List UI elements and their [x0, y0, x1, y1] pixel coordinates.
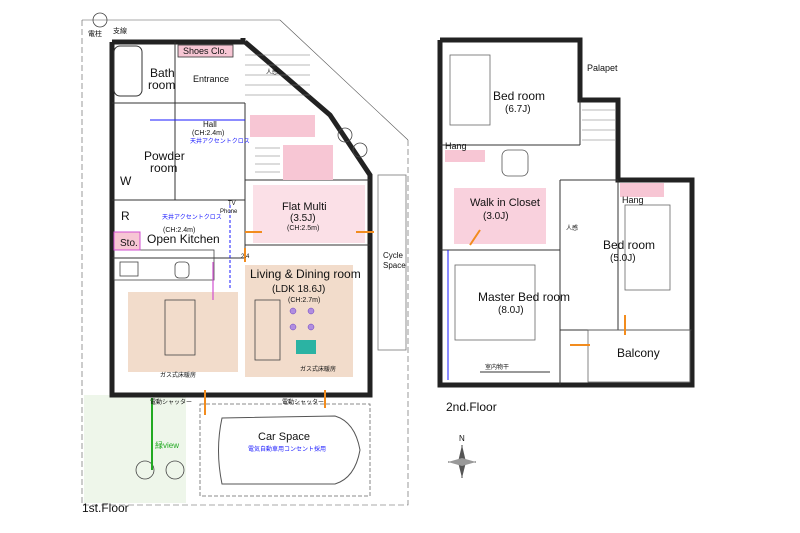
balcony-label: Balcony: [617, 346, 660, 360]
dining-floor: [128, 292, 238, 372]
entrance-label: Entrance: [193, 74, 229, 84]
car-space-outline: [199, 403, 371, 497]
bed-2: [624, 204, 671, 291]
support-wire-note: 支線: [113, 26, 127, 35]
north-compass-icon: [448, 445, 476, 478]
living-label: Living & Dining room: [250, 267, 361, 281]
flat-multi-ch: (CH:2.5m): [287, 225, 319, 232]
hall-ceiling-note: 天井アクセントクロス: [190, 137, 250, 145]
ldk-size-label: (LDK 18.6J): [272, 284, 325, 295]
flat-multi-floor: [253, 185, 365, 243]
bathtub: [113, 45, 143, 97]
shutter-right: 電動シャッター: [282, 398, 324, 406]
cycle-label: Cycle: [383, 251, 404, 260]
cycle-label-2: Space: [383, 261, 406, 270]
bath-label: Bath: [150, 66, 175, 80]
bed1-label: Bed room: [493, 89, 545, 103]
sofa: [254, 299, 281, 361]
kitchen-ch-label: (CH:2.4m): [163, 227, 195, 234]
walk-in-label: Walk in Closet: [470, 197, 540, 209]
living-floor: [245, 265, 353, 377]
first-floor-label: 1st.Floor: [82, 501, 129, 515]
storage-label: Sto.: [120, 238, 138, 249]
ev-outlet-note: 電気自動車用コンセント採用: [248, 445, 326, 453]
bed1-size: (6.7J): [505, 104, 531, 115]
bed-1: [449, 54, 491, 126]
washer-label: W: [120, 174, 132, 188]
master-bed: [454, 264, 536, 341]
car-space-label: Car Space: [258, 431, 310, 443]
kitchen-counter: [113, 249, 215, 281]
open-kitchen-label: Open Kitchen: [147, 232, 220, 246]
toilet-2f: [501, 149, 529, 177]
storage: [113, 231, 141, 251]
hang1-label: Hang: [445, 141, 467, 151]
hang2-label: Hang: [622, 195, 644, 205]
flat-multi-size: (3.5J): [290, 213, 316, 224]
powder-label: Powder: [144, 149, 185, 163]
flat-multi-label: Flat Multi: [282, 201, 327, 213]
living-ch-label: (CH:2.7m): [288, 297, 320, 304]
walk-in-size: (3.0J): [483, 211, 509, 222]
palapet-label: Palapet: [587, 63, 618, 73]
cycle-space-outline: [377, 174, 407, 351]
bed2-size: (5.0J): [610, 253, 636, 264]
master-label: Master Bed room: [478, 290, 570, 304]
first-floor: [81, 12, 409, 506]
balcony-outline: [587, 329, 691, 383]
shoes-closet: [177, 44, 234, 58]
second-floor: [437, 37, 695, 388]
hang-rail-1: [445, 150, 485, 162]
dining-table: [164, 299, 196, 356]
floor-heat-left: ガス式床暖房: [160, 371, 196, 379]
north-label: N: [459, 434, 465, 443]
powder-label-2: room: [150, 161, 177, 175]
stair-accent: [283, 145, 333, 180]
kitchen-ceiling-note: 天井アクセントクロス: [162, 213, 222, 221]
shutter-left: 電動シャッター: [150, 398, 192, 406]
car: [218, 415, 361, 485]
hall-label: Hall: [203, 120, 217, 129]
master-size: (8.0J): [498, 305, 524, 316]
sensor-note-2f: 人感: [566, 224, 578, 232]
floor-heat-right: ガス式床暖房: [300, 365, 336, 373]
phone-label: Phone: [220, 209, 238, 215]
tv-label: TV: [228, 201, 236, 207]
garden-area: [84, 395, 186, 503]
walk-in-closet-floor: [454, 188, 546, 244]
second-floor-label: 2nd.Floor: [446, 400, 497, 414]
hall-accent: [250, 115, 315, 137]
green-view-note: 緑view: [155, 440, 179, 450]
level-note-1f: 2.4: [241, 254, 250, 260]
utility-pole-note: 電柱: [88, 29, 102, 38]
tv-unit: [296, 340, 316, 354]
hall-ch-label: (CH:2.4m): [192, 130, 224, 137]
shoes-closet-label: Shoes Clo.: [183, 46, 227, 56]
bath-label-2: room: [148, 78, 175, 92]
bed2-label: Bed room: [603, 238, 655, 252]
refrigerator-label: R: [121, 209, 130, 223]
indoor-dryer-note: 室内物干: [485, 363, 509, 371]
sensor-note-1f: 人感: [266, 68, 278, 76]
hang-rail-2: [620, 183, 664, 197]
